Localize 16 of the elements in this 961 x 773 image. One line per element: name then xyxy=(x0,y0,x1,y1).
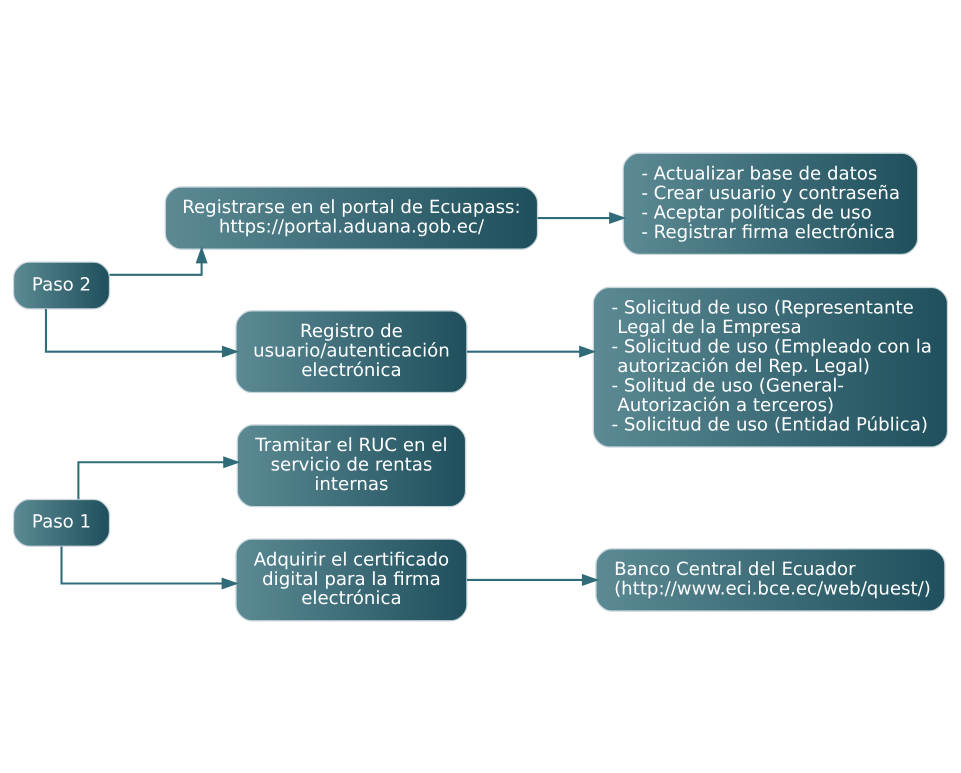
arrow xyxy=(467,345,596,358)
node-box: Adquirir el certificado digital para la firma electrónica xyxy=(235,538,468,621)
node-box: - Actualizar base de datos - Crear usuario y contraseña - Aceptar políticas de uso - Registrar firma electrónica xyxy=(622,152,918,255)
node-box: Paso 2 xyxy=(12,261,110,309)
arrow xyxy=(110,246,208,276)
node-box: Paso 1 xyxy=(12,498,110,546)
arrow xyxy=(538,212,626,224)
arrow xyxy=(467,573,600,586)
arrow xyxy=(77,456,240,499)
arrow xyxy=(44,308,240,358)
node-box: Registrarse en el portal de Ecuapass: https://portal.aduana.gob.ec/ xyxy=(164,186,538,250)
node-box: Tramitar el RUC en el servicio de rentas internas xyxy=(236,424,466,507)
node-box: - Solicitud de uso (Representante Legal de la Empresa - Solicitud de uso (Empleado con la autorización del Rep. Legal) - Solitud de uso (General-Autorización a terceros) - Solicitud de uso (Entidad Pública) xyxy=(592,286,948,448)
arrow xyxy=(60,546,239,590)
node-box: Registro de usuario/autenticación electrónica xyxy=(235,310,468,393)
node-box: Banco Central del Ecuador (http://www.eci.bce.ec/web/quest/) xyxy=(595,548,946,612)
